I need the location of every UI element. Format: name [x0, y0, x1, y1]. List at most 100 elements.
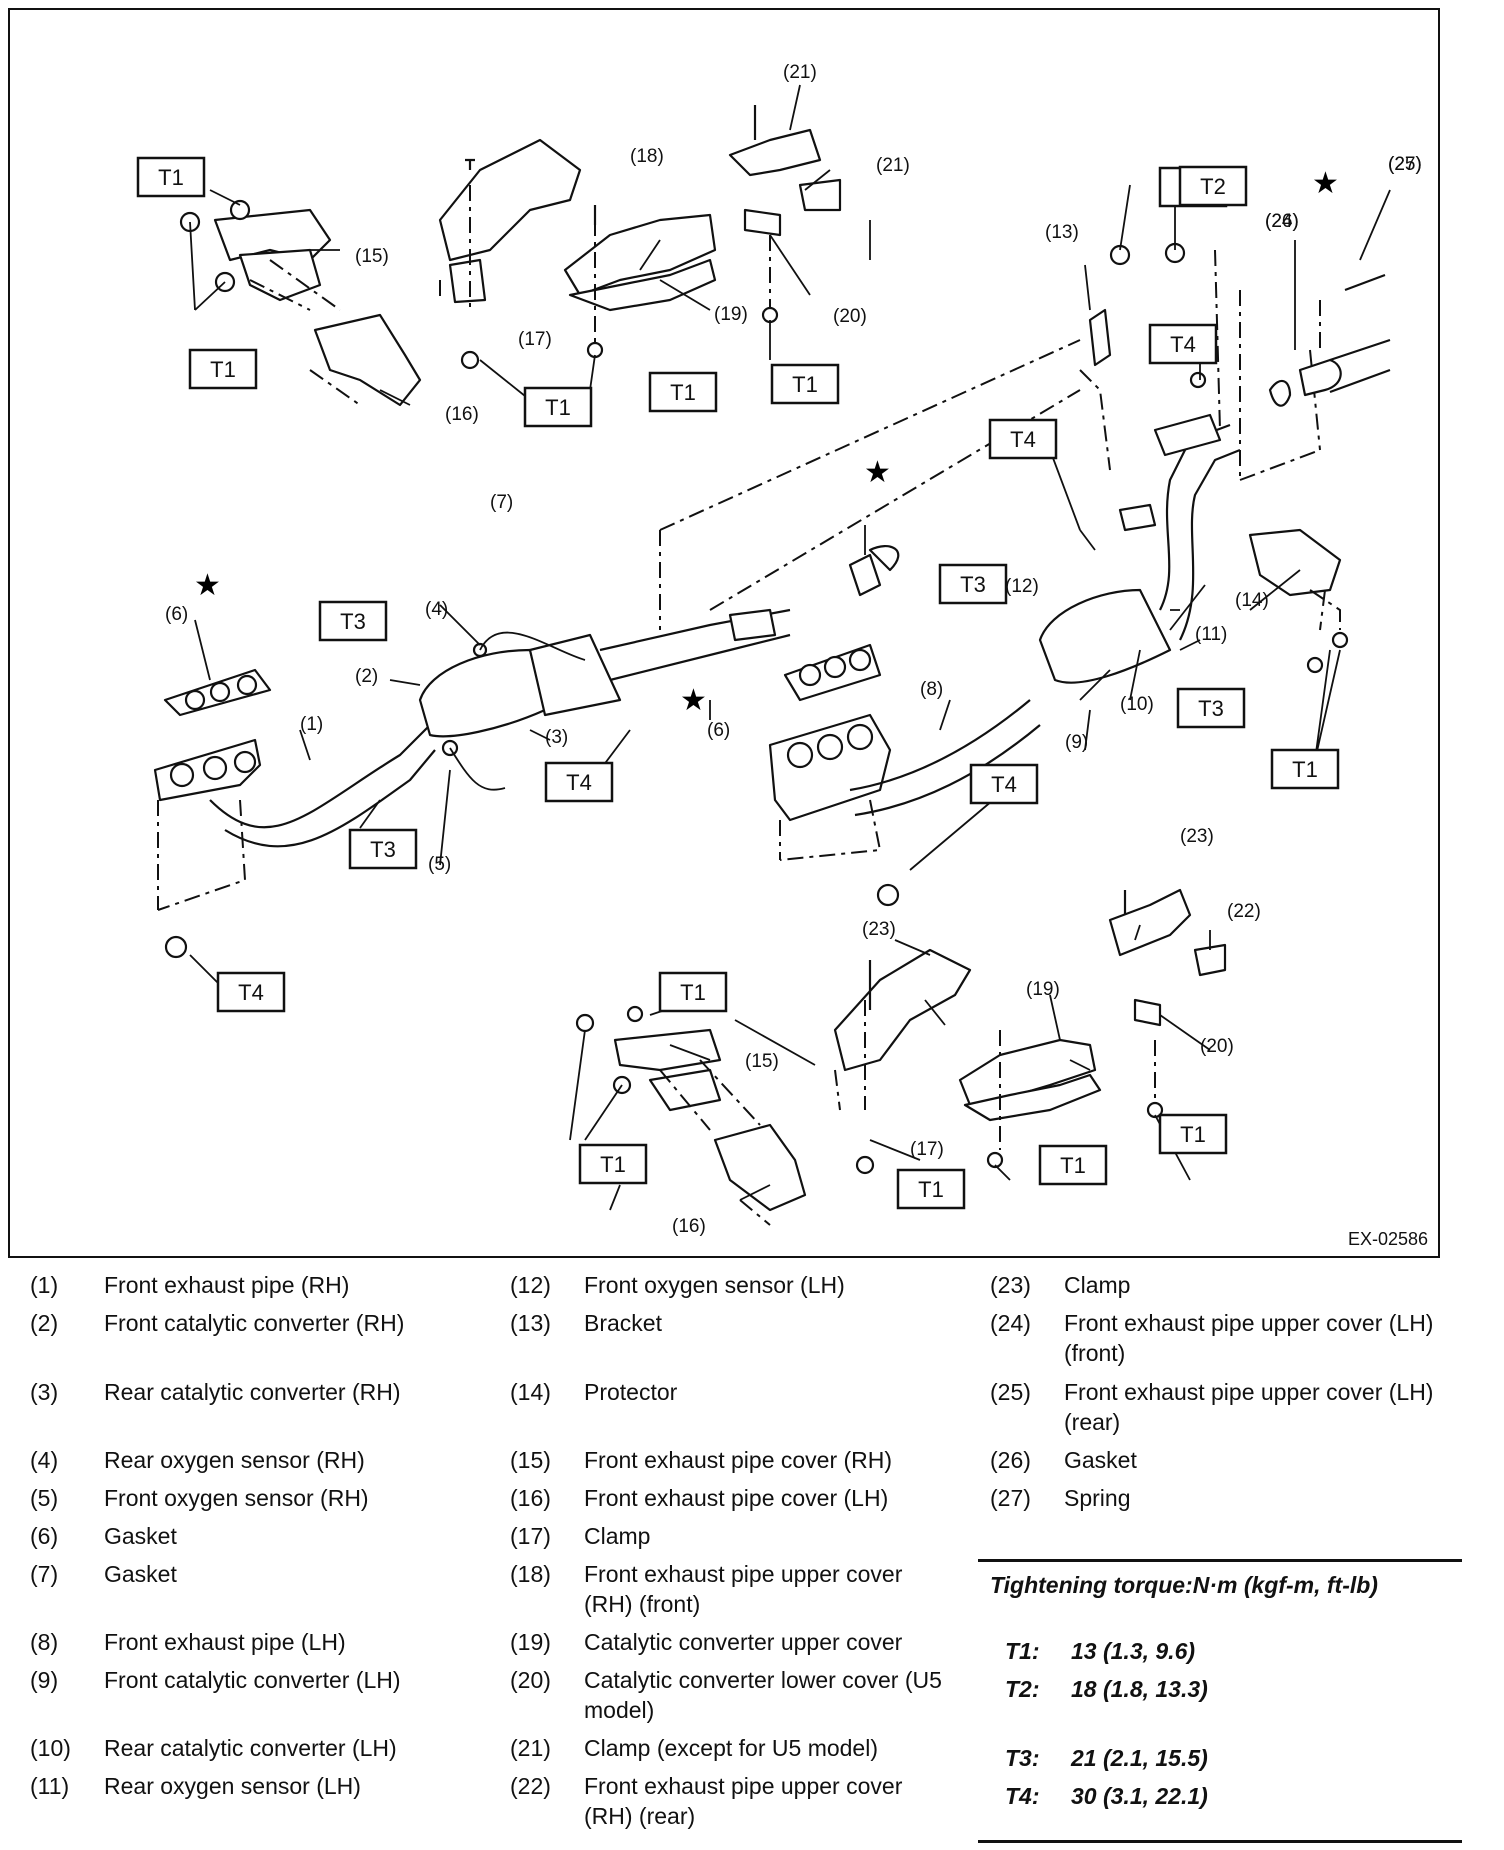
svg-text:T2: T2	[1200, 174, 1226, 199]
callout-label: (16)	[672, 1216, 706, 1237]
callout-label: (24)	[1265, 211, 1299, 232]
legend-item: (18)Front exhaust pipe upper cover (RH) …	[510, 1559, 954, 1619]
legend-item: (9)Front catalytic converter (LH)	[30, 1665, 484, 1695]
exhaust-diagram: (1)(2)(3)(4)(5)(6)(6)(7)(8)(9)(10)(11)(1…	[8, 8, 1440, 1258]
star-icon: ★	[864, 455, 891, 490]
legend-item: (25) Front exhaust pipe upper cover (LH) …	[990, 1377, 1434, 1437]
svg-text:T1: T1	[670, 380, 696, 405]
legend-number: (10)	[30, 1735, 71, 1761]
torque-row: T4:30 (3.1, 22.1)	[1005, 1783, 1208, 1810]
legend-description: Clamp	[1064, 1272, 1131, 1298]
parts-legend: (1)Front exhaust pipe (RH)(2)Front catal…	[0, 1270, 1504, 1850]
legend-item: (23) Clamp	[990, 1270, 1434, 1300]
legend-description: Front exhaust pipe cover (LH)	[584, 1485, 889, 1511]
legend-item: (20)Catalytic converter lower cover (U5 …	[510, 1665, 954, 1725]
legend-number: (14)	[510, 1379, 551, 1405]
legend-item: (13)Bracket	[510, 1308, 954, 1338]
svg-text:T3: T3	[960, 572, 986, 597]
exploded-view-drawing: (1)(2)(3)(4)(5)(6)(6)(7)(8)(9)(10)(11)(1…	[136, 62, 1422, 1237]
gasket-left	[163, 553, 882, 717]
legend-item: (10)Rear catalytic converter (LH)	[30, 1733, 484, 1763]
torque-tag: T1	[1038, 1144, 1108, 1186]
svg-text:T4: T4	[1010, 427, 1036, 452]
legend-item: (7)Gasket	[30, 1559, 484, 1589]
torque-key: T2:	[1005, 1676, 1040, 1702]
callout-label: (18)	[630, 146, 664, 167]
figure-id: EX-02586	[1347, 1229, 1428, 1249]
legend-number: (2)	[30, 1310, 59, 1336]
legend-description: Bracket	[584, 1310, 662, 1336]
legend-number: (18)	[510, 1561, 551, 1587]
legend-description: Front exhaust pipe upper cover (RH) (rea…	[584, 1773, 903, 1829]
callout-label: (19)	[1026, 979, 1060, 1000]
callout-label: (3)	[545, 727, 568, 748]
legend-number: (22)	[510, 1773, 551, 1799]
torque-tag: T1	[896, 1168, 966, 1210]
torque-tag: T3	[348, 828, 418, 870]
callout-label: (25)	[1388, 154, 1422, 175]
torque-rule-top	[978, 1559, 1462, 1562]
callout-label: (14)	[1235, 590, 1269, 611]
legend-number: (23)	[990, 1272, 1031, 1298]
legend-description: Front oxygen sensor (LH)	[584, 1272, 845, 1298]
legend-number: (11)	[30, 1773, 70, 1799]
svg-text:T1: T1	[600, 1152, 626, 1177]
legend-item: (8) Front exhaust pipe (LH)	[30, 1627, 484, 1657]
callout-label: (26)	[1265, 211, 1299, 232]
legend-number: (7)	[30, 1561, 59, 1587]
torque-tag: T4	[988, 418, 1058, 460]
legend-description: Front exhaust pipe cover (RH)	[584, 1447, 893, 1473]
callout-label: (13)	[1045, 222, 1079, 243]
legend-description: Catalytic converter upper cover	[584, 1629, 903, 1655]
legend-description: Clamp (except for U5 model)	[584, 1735, 878, 1761]
torque-tag: T1	[648, 371, 718, 413]
torque-value: 13 (1.3, 9.6)	[1071, 1638, 1196, 1664]
torque-value: 21 (2.1, 15.5)	[1071, 1745, 1208, 1771]
torque-tag: T3	[318, 600, 388, 642]
legend-description: Front exhaust pipe (LH)	[104, 1629, 346, 1655]
callout-label: (20)	[1200, 1036, 1234, 1057]
torque-tag: T1	[578, 1143, 648, 1185]
svg-text:T1: T1	[1292, 757, 1318, 782]
legend-item: (16)Front exhaust pipe cover (LH)	[510, 1483, 954, 1513]
torque-tag: T1	[1158, 1113, 1228, 1155]
legend-description: Front exhaust pipe upper cover (LH) (fro…	[1064, 1310, 1434, 1366]
svg-text:T1: T1	[1180, 1122, 1206, 1147]
svg-text:T3: T3	[340, 609, 366, 634]
callout-label: (21)	[783, 62, 817, 83]
legend-number: (26)	[990, 1447, 1031, 1473]
svg-text:T1: T1	[158, 165, 184, 190]
callout-label: (10)	[1120, 694, 1154, 715]
legend-description: Gasket	[1064, 1447, 1137, 1473]
legend-number: (4)	[30, 1447, 59, 1473]
callout-label: (5)	[428, 854, 451, 875]
cat-cover-group-top	[563, 105, 842, 359]
legend-item: (12)Front oxygen sensor (LH)	[510, 1270, 954, 1300]
svg-text:T3: T3	[370, 837, 396, 862]
torque-tag: T3	[1176, 687, 1246, 729]
legend-item: (6)Gasket	[30, 1521, 484, 1551]
torque-tag: T1	[136, 156, 206, 198]
callout-label: (1)	[300, 714, 323, 735]
callout-label: (16)	[445, 404, 479, 425]
torque-key: T1:	[1005, 1638, 1040, 1664]
callout-label: (4)	[425, 599, 448, 620]
legend-description: Front exhaust pipe upper cover (LH) (rea…	[1064, 1379, 1434, 1435]
legend-item: (1)Front exhaust pipe (RH)	[30, 1270, 484, 1300]
torque-tag: T3	[938, 563, 1008, 605]
legend-number: (6)	[30, 1523, 59, 1549]
legend-item: (4)Rear oxygen sensor (RH)	[30, 1445, 484, 1475]
legend-item: (22) Front exhaust pipe upper cover (RH) …	[510, 1771, 954, 1831]
torque-value: 18 (1.8, 13.3)	[1071, 1676, 1208, 1702]
svg-text:T4: T4	[1170, 332, 1196, 357]
torque-tag: T4	[1148, 323, 1218, 365]
callout-label: (2)	[355, 666, 378, 687]
legend-item: (17)Clamp	[510, 1521, 954, 1551]
torque-key: T3:	[1005, 1745, 1040, 1771]
legend-number: (8)	[30, 1629, 59, 1655]
callout-label: (6)	[165, 604, 188, 625]
legend-number: (25)	[990, 1379, 1031, 1405]
legend-item: (24)Front exhaust pipe upper cover (LH) …	[990, 1308, 1434, 1368]
torque-tag: T2	[1178, 165, 1248, 207]
svg-text:T4: T4	[991, 772, 1017, 797]
